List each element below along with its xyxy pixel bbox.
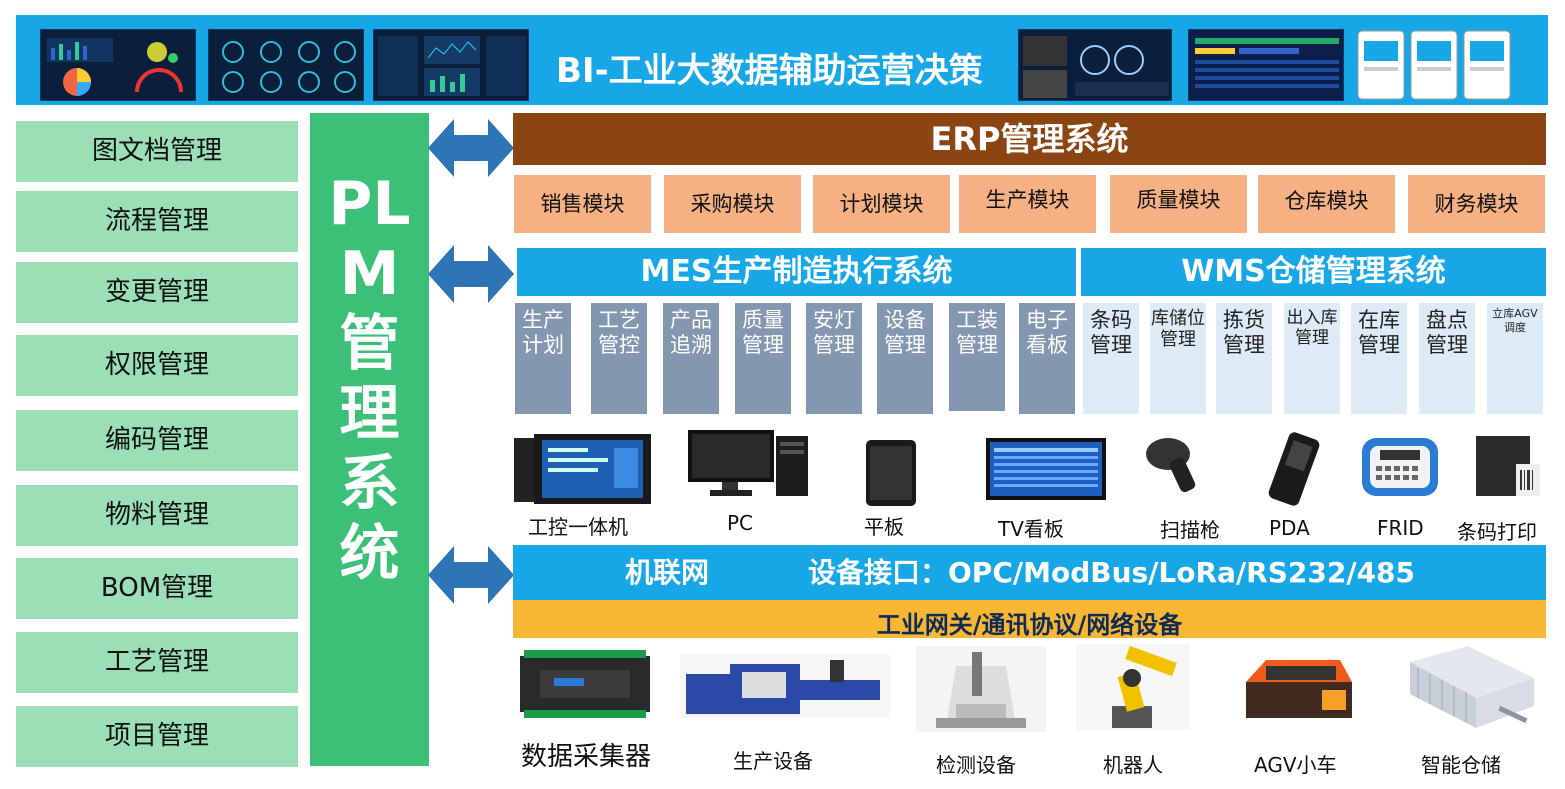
device-label-tv: TV看板 xyxy=(998,517,1064,541)
mes-module-plan[interactable]: 生产计划 xyxy=(515,303,571,414)
equipment-label-inspection: 检测设备 xyxy=(936,753,1016,777)
iot-interfaces: 设备接口：OPC/ModBus/LoRa/RS232/485 xyxy=(808,556,1416,589)
plm-column: PLM管理系统 xyxy=(310,113,429,766)
equipment-label-robot: 机器人 xyxy=(1103,753,1163,777)
erp-module-purchase[interactable]: 采购模块 xyxy=(664,175,801,233)
dashboard-thumbnail-5 xyxy=(1188,29,1344,101)
equipment-label-agv: AGV小车 xyxy=(1254,753,1337,777)
bi-title: BI-工业大数据辅助运营决策 xyxy=(556,51,983,91)
equipment-label-collector: 数据采集器 xyxy=(521,742,652,772)
double-arrow-icon xyxy=(428,119,514,177)
erp-module-warehouse[interactable]: 仓库模块 xyxy=(1258,175,1395,233)
production-machine-icon xyxy=(680,654,890,718)
left-item-craft[interactable]: 工艺管理 xyxy=(16,632,298,693)
iot-bar: 机联网 设备接口：OPC/ModBus/LoRa/RS232/485 xyxy=(513,545,1546,600)
tv-board-icon xyxy=(986,438,1106,500)
mes-module-board[interactable]: 电子看板 xyxy=(1019,303,1075,414)
left-item-bom[interactable]: BOM管理 xyxy=(16,558,298,619)
pda-icon xyxy=(1268,432,1320,506)
wms-module-inventory[interactable]: 盘点管理 xyxy=(1419,303,1475,414)
dashboard-thumbnail-2 xyxy=(208,29,364,101)
mes-module-trace[interactable]: 产品追溯 xyxy=(663,303,719,414)
left-item-doc[interactable]: 图文档管理 xyxy=(16,121,298,182)
device-label-tablet: 平板 xyxy=(864,515,904,539)
rfid-printer-icon xyxy=(1362,438,1438,496)
erp-module-plan[interactable]: 计划模块 xyxy=(813,175,950,233)
inspection-machine-icon xyxy=(916,646,1046,732)
mes-title-bar: MES生产制造执行系统 xyxy=(517,248,1076,296)
device-label-barcode-printer: 条码打印 xyxy=(1457,520,1537,544)
wms-module-agv[interactable]: 立库AGV调度 xyxy=(1487,303,1543,414)
iot-title: 机联网 xyxy=(625,556,710,589)
left-item-project[interactable]: 项目管理 xyxy=(16,706,298,767)
left-item-change[interactable]: 变更管理 xyxy=(16,262,298,323)
device-label-ipc: 工控一体机 xyxy=(528,515,628,539)
device-label-rfid: FRID xyxy=(1377,516,1424,540)
equipment-label-warehouse: 智能仓储 xyxy=(1421,753,1501,777)
wms-title-bar: WMS仓储管理系统 xyxy=(1081,248,1546,296)
industrial-pc-icon xyxy=(514,434,651,504)
dashboard-thumbnail-4 xyxy=(1018,29,1172,101)
wms-module-instock[interactable]: 在库管理 xyxy=(1351,303,1407,414)
scanner-icon xyxy=(1146,438,1196,493)
erp-module-sales[interactable]: 销售模块 xyxy=(514,175,651,233)
wms-module-barcode[interactable]: 条码管理 xyxy=(1083,303,1139,414)
robot-icon xyxy=(1076,644,1190,730)
equipment-label-production: 生产设备 xyxy=(733,749,813,773)
wms-module-inout[interactable]: 出入库管理 xyxy=(1284,303,1340,414)
left-item-process[interactable]: 流程管理 xyxy=(16,191,298,252)
wms-module-picking[interactable]: 拣货管理 xyxy=(1216,303,1272,414)
wms-module-location[interactable]: 库储位管理 xyxy=(1150,303,1206,414)
device-label-scanner: 扫描枪 xyxy=(1160,518,1220,542)
data-collector-icon xyxy=(520,650,650,718)
pc-icon xyxy=(688,430,808,496)
tablet-icon xyxy=(866,440,916,506)
dashboard-thumbnail-3 xyxy=(373,29,529,101)
erp-module-production[interactable]: 生产模块 xyxy=(959,175,1096,233)
erp-module-quality[interactable]: 质量模块 xyxy=(1110,175,1247,233)
mes-module-andon[interactable]: 安灯管理 xyxy=(806,303,862,414)
left-item-permission[interactable]: 权限管理 xyxy=(16,335,298,396)
erp-title-bar: ERP管理系统 xyxy=(513,113,1546,165)
agv-icon xyxy=(1246,660,1352,718)
bi-banner: BI-工业大数据辅助运营决策 xyxy=(16,15,1548,105)
plm-title: PLM管理系统 xyxy=(328,169,411,589)
left-item-material[interactable]: 物料管理 xyxy=(16,485,298,546)
gateway-bar: 工业网关/通讯协议/网络设备 xyxy=(513,600,1546,638)
erp-module-finance[interactable]: 财务模块 xyxy=(1408,175,1545,233)
double-arrow-icon xyxy=(428,546,514,604)
device-label-pc: PC xyxy=(727,511,754,535)
barcode-printer-icon xyxy=(1476,436,1540,496)
left-item-coding[interactable]: 编码管理 xyxy=(16,410,298,471)
dashboard-thumbnail-1 xyxy=(40,29,196,101)
mobile-screens-thumbnail xyxy=(1356,29,1512,101)
mes-module-equipment[interactable]: 设备管理 xyxy=(877,303,933,414)
double-arrow-icon xyxy=(428,245,514,303)
mes-module-tooling[interactable]: 工装管理 xyxy=(949,303,1005,411)
device-label-pda: PDA xyxy=(1269,516,1310,540)
mes-module-craft[interactable]: 工艺管控 xyxy=(591,303,647,414)
smart-warehouse-icon xyxy=(1410,646,1534,728)
mes-module-quality[interactable]: 质量管理 xyxy=(735,303,791,414)
